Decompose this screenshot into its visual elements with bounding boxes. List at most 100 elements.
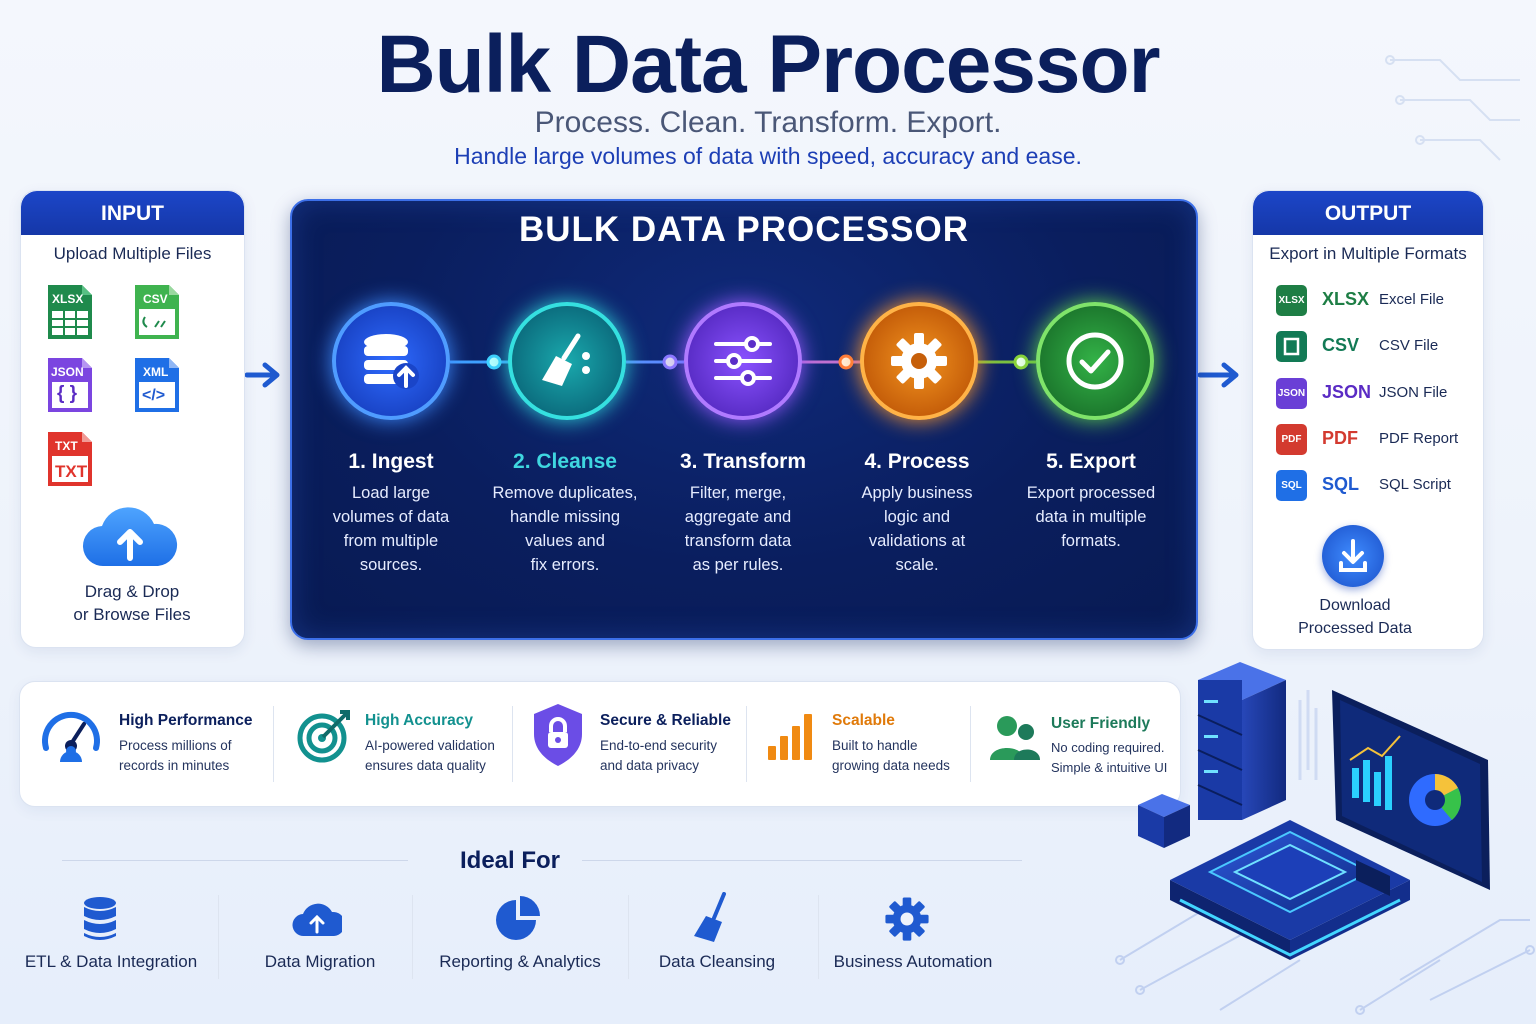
browse-files-link[interactable]: or Browse Files: [73, 605, 191, 624]
input-subheading: Upload Multiple Files: [53, 244, 212, 263]
ideal-item-cleansing: Data Cleansing: [658, 952, 776, 971]
step-ingest-title: 1. Ingest: [348, 450, 434, 473]
output-subheading: Export in Multiple Formats: [1269, 244, 1467, 263]
step-transform-title: 3. Transform: [679, 450, 807, 473]
processor-title: BULK DATA PROCESSOR: [518, 210, 970, 249]
output-arrow-icon: [1198, 362, 1239, 388]
output-format-json[interactable]: JSON JSON JSON File: [1276, 378, 1476, 412]
step-ingest-icon: [332, 302, 450, 420]
ideal-divider-right: [582, 860, 1022, 861]
format-desc: PDF Report: [1379, 430, 1459, 447]
circuit-decoration: [1385, 55, 1520, 161]
input-panel: INPUT Upload Multiple Files: [20, 190, 245, 648]
step-process-icon: [860, 302, 978, 420]
download-icon: [1339, 539, 1367, 572]
xlsx-file-label: XLSX: [52, 292, 84, 306]
csv-file-label: CSV: [143, 292, 168, 306]
speedometer-icon: [42, 711, 100, 762]
txt-glyph: TXT: [55, 462, 88, 481]
json-braces: { }: [57, 383, 78, 404]
csv-file-icon: CSV: [133, 283, 179, 341]
ideal-item-etl: ETL & Data Integration: [24, 952, 198, 971]
cloud-icon: [292, 903, 342, 937]
ideal-divider: [218, 895, 219, 979]
upload-cloud-icon[interactable]: [82, 502, 178, 572]
shield-lock-icon: [534, 704, 582, 766]
step-export-title: 5. Export: [1046, 450, 1136, 473]
feature-title: Secure & Reliable: [600, 712, 731, 729]
input-heading: INPUT: [21, 191, 244, 235]
bar-chart-icon: [768, 714, 812, 760]
format-code: XLSX: [1322, 289, 1370, 309]
feature-divider: [970, 706, 971, 782]
ideal-divider: [818, 895, 819, 979]
format-code: CSV: [1322, 335, 1360, 355]
subtagline: Handle large volumes of data with speed,…: [454, 143, 1082, 169]
ideal-item-migration: Data Migration: [264, 952, 376, 971]
xml-file-icon: XML </>: [133, 356, 179, 414]
download-button[interactable]: [1322, 525, 1384, 587]
txt-file-label: TXT: [55, 439, 78, 453]
feature-title: High Performance: [119, 712, 253, 729]
output-format-csv[interactable]: CSV CSV File: [1276, 331, 1476, 365]
ideal-for-title: Ideal For: [459, 847, 561, 874]
output-format-sql[interactable]: SQL SQL SQL Script: [1276, 470, 1476, 504]
feature-title: High Accuracy: [365, 712, 473, 729]
xml-tag-glyph: </>: [142, 387, 166, 404]
feature-desc: No coding required.Simple & intuitive UI: [1051, 740, 1168, 775]
format-code: JSON: [1322, 382, 1372, 402]
step-process-title: 4. Process: [864, 450, 970, 473]
pdf-badge-icon: PDF: [1276, 424, 1307, 455]
json-file-label: JSON: [51, 365, 84, 379]
ideal-divider: [628, 895, 629, 979]
step-transform-icon: [684, 302, 802, 420]
json-badge-icon: JSON: [1276, 378, 1307, 409]
broom-icon: [694, 892, 726, 942]
feature-title: Scalable: [832, 712, 895, 729]
feature-title: User Friendly: [1051, 715, 1151, 732]
feature-divider: [273, 706, 274, 782]
users-icon: [990, 716, 1040, 760]
txt-file-icon: TXT TXT: [46, 430, 92, 488]
server-illustration: [1115, 662, 1535, 1015]
ideal-divider-left: [62, 860, 408, 861]
step-cleanse-icon: [508, 302, 626, 420]
json-file-icon: JSON { }: [46, 356, 92, 414]
gear-icon: [885, 897, 929, 941]
xlsx-file-icon: XLSX: [46, 283, 92, 341]
input-arrow-icon: [245, 362, 280, 388]
feature-divider: [512, 706, 513, 782]
ideal-item-automation: Business Automation: [833, 952, 993, 971]
ideal-item-reporting: Reporting & Analytics: [439, 952, 601, 971]
pie-chart-icon: [496, 896, 540, 940]
drag-drop-label: Drag & Drop: [84, 582, 180, 601]
ideal-divider: [412, 895, 413, 979]
output-format-pdf[interactable]: PDF PDF PDF Report: [1276, 424, 1476, 458]
format-desc: Excel File: [1379, 291, 1445, 308]
output-heading: OUTPUT: [1253, 191, 1483, 235]
sql-badge-icon: SQL: [1276, 470, 1307, 501]
page-title: Bulk Data Processor: [376, 19, 1160, 110]
tagline: Process. Clean. Transform. Export.: [534, 106, 1002, 139]
step-connectors: [450, 354, 1036, 370]
format-desc: JSON File: [1379, 384, 1448, 401]
output-format-xlsx[interactable]: XLSX XLSX Excel File: [1276, 285, 1476, 319]
csv-badge-icon: [1276, 331, 1307, 362]
format-code: PDF: [1322, 428, 1358, 448]
format-code: SQL: [1322, 474, 1360, 494]
xlsx-badge-icon: XLSX: [1276, 285, 1307, 316]
database-icon: [84, 897, 116, 940]
target-icon: [297, 710, 350, 763]
feature-divider: [746, 706, 747, 782]
format-desc: CSV File: [1379, 337, 1439, 354]
step-cleanse-title: 2. Cleanse: [513, 450, 617, 473]
